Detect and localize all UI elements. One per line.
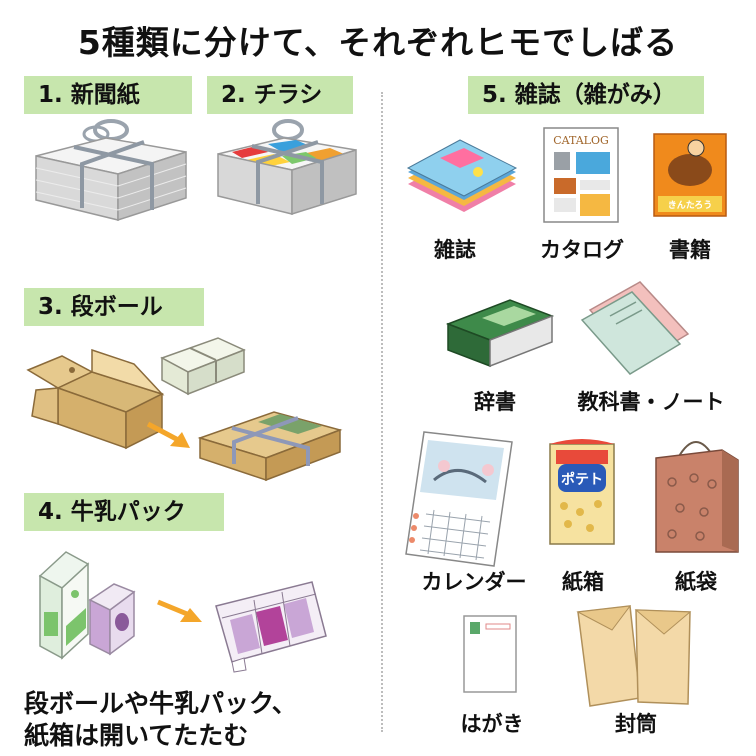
newspaper-bundle-illustration (35, 119, 187, 222)
dictionary-illustration (445, 299, 555, 368)
caption-paper-box: 紙箱 (562, 570, 604, 594)
milk-carton-illustration (38, 551, 327, 673)
folding-note: 段ボールや牛乳パック、 紙箱は開いてたたむ (24, 688, 297, 752)
label-cardboard: 3. 段ボール (24, 288, 204, 326)
envelope-illustration (576, 605, 692, 707)
folding-note-line2: 紙箱は開いてたたむ (24, 721, 249, 750)
label-milk-carton: 4. 牛乳パック (24, 493, 224, 531)
caption-postcard: はがき (460, 712, 524, 736)
snack-brand-text: ポテト (561, 471, 603, 488)
caption-calendar: カレンダー (421, 570, 527, 594)
flyers-bundle-illustration (217, 119, 357, 216)
paper-box-illustration: ポテト (549, 439, 615, 545)
caption-paper-bag: 紙袋 (675, 570, 717, 594)
caption-envelope: 封筒 (615, 712, 657, 736)
label-magazines: 5. 雑誌（雑がみ） (468, 76, 704, 114)
catalog-illustration: CATALOG (543, 127, 619, 223)
calendar-illustration (405, 431, 513, 567)
textbook-illustration (580, 281, 690, 375)
book-cover-text: きんたろう (668, 200, 712, 211)
paper-bag-illustration (655, 441, 739, 553)
folding-note-line1: 段ボールや牛乳パック、 (24, 689, 297, 718)
label-newspaper: 1. 新聞紙 (24, 76, 192, 114)
column-divider (381, 92, 383, 732)
caption-catalog: カタログ (540, 238, 624, 262)
catalog-cover-text: CATALOG (553, 134, 609, 147)
caption-dictionary: 辞書 (474, 390, 516, 414)
page-title: 5種類に分けて、それぞれヒモでしばる (77, 23, 679, 62)
caption-magazine: 雑誌 (434, 238, 476, 262)
label-flyers: 2. チラシ (207, 76, 353, 114)
postcard-illustration (463, 615, 517, 693)
caption-textbook: 教科書・ノート (577, 390, 725, 414)
cardboard-illustration (26, 337, 343, 482)
caption-book: 書籍 (669, 238, 711, 262)
magazine-illustration (406, 139, 518, 212)
book-illustration: きんたろう (653, 133, 727, 217)
